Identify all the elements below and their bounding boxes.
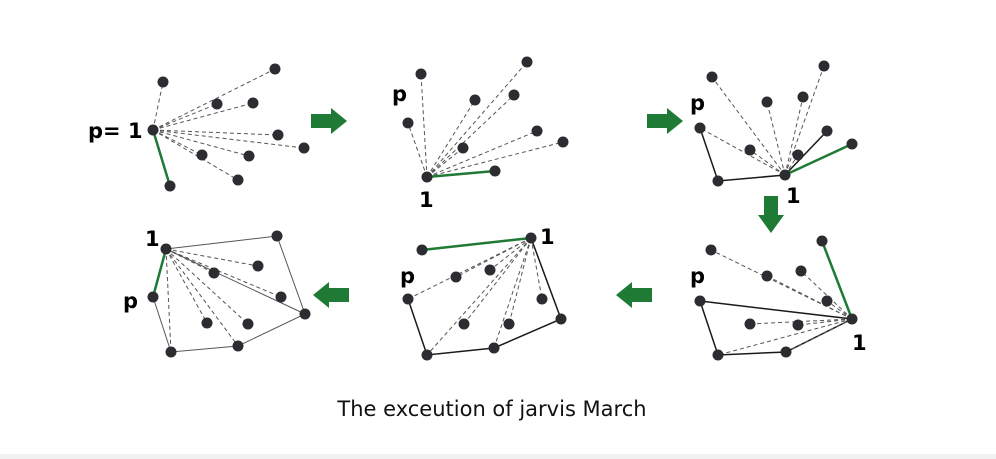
panel-step-1: p= 1: [88, 63, 310, 192]
panel-1-points: [147, 63, 310, 192]
panel-6-points: [694, 235, 858, 361]
panel-4-candidate-edge: [151, 248, 168, 298]
arrow-left-icon: [616, 282, 652, 308]
panel-1-candidate-edge: [151, 129, 172, 187]
arrow-right-icon: [311, 108, 347, 134]
panel-3-points: [694, 60, 858, 187]
panel-6-dashed-lines: [710, 249, 853, 356]
label-p: p: [392, 82, 407, 106]
bottom-divider: [0, 454, 996, 459]
label-p: p: [690, 91, 705, 115]
label-1: 1: [419, 188, 434, 212]
panel-1-dashed-lines: [152, 68, 305, 181]
label-p: p: [123, 289, 138, 313]
panel-2-points: [402, 56, 569, 183]
panel-4-points: [147, 230, 311, 358]
arrow-right-icon: [647, 108, 683, 134]
panel-5-candidate-edge: [421, 236, 532, 252]
panel-3-dashed-lines: [699, 65, 828, 176]
panel-6-candidate-edge: [820, 240, 854, 320]
label-1: 1: [540, 225, 555, 249]
panel-step-5: p 1: [400, 225, 567, 361]
label-1: 1: [852, 331, 867, 355]
panel-2-dashed-lines: [407, 61, 564, 178]
label-1: 1: [786, 184, 801, 208]
arrow-left-icon: [313, 282, 349, 308]
panel-step-4: p 1: [690, 235, 867, 361]
panel-4-dashed-lines: [165, 248, 306, 353]
label-p-equals-1: p= 1: [88, 119, 143, 143]
panel-2-candidate-edge: [426, 169, 496, 179]
label-1: 1: [145, 227, 160, 251]
panel-step-3: p 1: [690, 60, 858, 208]
panel-5-dashed-lines: [407, 237, 543, 356]
panel-3-candidate-edge: [784, 142, 853, 177]
panel-3-hull: [699, 127, 786, 182]
label-p: p: [690, 264, 705, 288]
figure-caption: The exceution of jarvis March: [336, 397, 646, 421]
panel-step-6: p 1: [123, 227, 311, 358]
label-p: p: [400, 264, 415, 288]
panel-step-2: p 1: [392, 56, 569, 212]
panel-5-points: [402, 232, 567, 361]
panel-6-hull: [699, 300, 855, 356]
arrow-down-icon: [758, 196, 784, 233]
